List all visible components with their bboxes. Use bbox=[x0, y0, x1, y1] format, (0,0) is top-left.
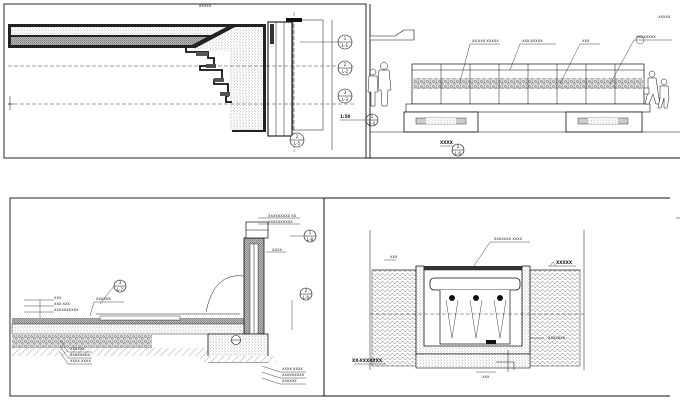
svg-text:3: 3 bbox=[119, 280, 122, 285]
top-right-labels: XX-XXX XXXXX XXX-XXXXX XXX XXXXXXXX bbox=[459, 35, 672, 85]
panel-top-right: XX-XXX XXXXX XXX-XXXXX XXX XXXXXXXX XXXX… bbox=[366, 4, 680, 159]
svg-text:XXXXXXXXX XX: XXXXXXXXX XX bbox=[268, 214, 297, 218]
svg-text:XXXX: XXXX bbox=[272, 248, 282, 252]
panel-bottom-left: XXX XXX XXX XXXXXXXXXX XXXXXX XXXXXXXX X… bbox=[9, 197, 670, 397]
svg-text:XXXXXXXX: XXXXXXXX bbox=[636, 35, 656, 39]
scale-tag: 1:50 bbox=[340, 114, 351, 119]
svg-text:XXXX XXXX: XXXX XXXX bbox=[282, 367, 303, 371]
base-left bbox=[403, 111, 479, 133]
svg-text:XX-XXX XXXXX: XX-XXX XXXXX bbox=[472, 39, 499, 43]
svg-text:L-2: L-2 bbox=[342, 69, 349, 74]
svg-text:XXXXXX: XXXXXX bbox=[282, 379, 297, 383]
people-right bbox=[643, 70, 670, 109]
base-layer bbox=[11, 323, 249, 335]
swing-arc bbox=[205, 275, 245, 313]
step-profile bbox=[185, 48, 232, 103]
svg-text:XXXXX: XXXXX bbox=[556, 260, 573, 265]
svg-text:XXXXXXXXXX: XXXXXXXXXX bbox=[54, 308, 79, 312]
svg-text:L-7: L-7 bbox=[117, 287, 124, 292]
svg-text:1: 1 bbox=[309, 230, 312, 235]
svg-text:L-4: L-4 bbox=[369, 121, 376, 126]
svg-text:XXXXXXXX: XXXXXXXX bbox=[70, 353, 90, 357]
svg-text:2: 2 bbox=[296, 134, 299, 139]
svg-text:L-6: L-6 bbox=[455, 151, 462, 156]
stepped-wall-fill bbox=[190, 27, 263, 130]
svg-text:XXXXXXXXXX: XXXXXXXXXX bbox=[268, 220, 293, 224]
soil-layer bbox=[12, 348, 208, 356]
svg-text:2: 2 bbox=[457, 144, 460, 149]
beam-layer bbox=[11, 37, 263, 45]
base-right bbox=[565, 111, 643, 133]
soil-left bbox=[371, 269, 417, 367]
svg-text:XXX: XXX bbox=[390, 255, 398, 259]
svg-text:XXXX XXXX: XXXX XXXX bbox=[70, 359, 91, 363]
light-fixture bbox=[429, 277, 521, 345]
section-bubble-top-right: 2 L-6 XXXX bbox=[440, 140, 465, 157]
beam-stipple bbox=[11, 27, 263, 35]
section-bubble-bl-b: 1 L-8 bbox=[290, 229, 317, 243]
svg-text:XXX-XXXXX: XXX-XXXXX bbox=[522, 39, 543, 43]
section-bubble-1: 1 L-1 bbox=[300, 34, 353, 50]
paving-layer bbox=[12, 318, 248, 324]
section-bubble-2: 2 L-2 bbox=[337, 60, 353, 76]
svg-text:XXXXXXX: XXXXXXX bbox=[548, 336, 566, 340]
svg-text:XXXX: XXXX bbox=[440, 140, 454, 145]
section-bubble-bl-a: 3 L-7 bbox=[99, 279, 127, 305]
section-bubble-4: 2 L-5 bbox=[289, 132, 305, 148]
soil-right bbox=[529, 269, 581, 367]
column-right-outline bbox=[292, 19, 324, 131]
svg-text:XXX: XXX bbox=[54, 296, 62, 300]
panel-joints bbox=[440, 64, 616, 104]
subbase-left bbox=[12, 334, 152, 348]
panel-frame bbox=[3, 3, 367, 159]
svg-text:1: 1 bbox=[371, 114, 374, 119]
scale-bubble: 1 L-4 1:50 bbox=[340, 113, 379, 127]
svg-text:XXXXXXXXX: XXXXXXXXX bbox=[282, 373, 305, 377]
svg-text:2: 2 bbox=[305, 288, 308, 293]
bottom-right-labels: XXXXXXX XXXX XXX XXXXX XXXXXXX XX-XXXXXX… bbox=[352, 237, 576, 379]
svg-text:L-1: L-1 bbox=[342, 43, 349, 48]
people-left bbox=[367, 62, 392, 107]
svg-text:L-3: L-3 bbox=[342, 97, 349, 102]
section-bubble-3: 3 L-3 bbox=[337, 88, 353, 104]
svg-text:L-5: L-5 bbox=[294, 141, 301, 146]
svg-text:XXXXX: XXXXX bbox=[658, 15, 671, 19]
svg-text:3: 3 bbox=[344, 90, 347, 95]
section-bubble-bl-c: 2 L-9 bbox=[291, 287, 313, 330]
svg-text:XXX: XXX bbox=[482, 375, 490, 379]
vertical-wall bbox=[243, 221, 269, 335]
bottom-left-labels-right: XXXXXXXXX XX XXXXXXXXXX XXXX XXXX XXXX X… bbox=[258, 214, 306, 385]
svg-text:1: 1 bbox=[344, 36, 347, 41]
panel-title: XXXXX bbox=[199, 4, 212, 8]
panel-top-left: XXXXX 1 bbox=[3, 3, 379, 159]
svg-text:L-8: L-8 bbox=[307, 237, 314, 242]
svg-text:XX-XXXXXXX: XX-XXXXXXX bbox=[352, 358, 383, 363]
panel-bottom-right: XXXXXXX XXXX XXX XXXXX XXXXXXX XX-XXXXXX… bbox=[323, 198, 680, 396]
svg-text:XXX: XXX bbox=[582, 39, 590, 43]
svg-text:XXXXXXX XXXX: XXXXXXX XXXX bbox=[494, 237, 523, 241]
svg-text:L-9: L-9 bbox=[303, 295, 310, 300]
svg-text:XXXXXX: XXXXXX bbox=[70, 347, 85, 351]
svg-text:XXX XXX: XXX XXX bbox=[54, 302, 70, 306]
svg-text:2: 2 bbox=[344, 62, 347, 67]
